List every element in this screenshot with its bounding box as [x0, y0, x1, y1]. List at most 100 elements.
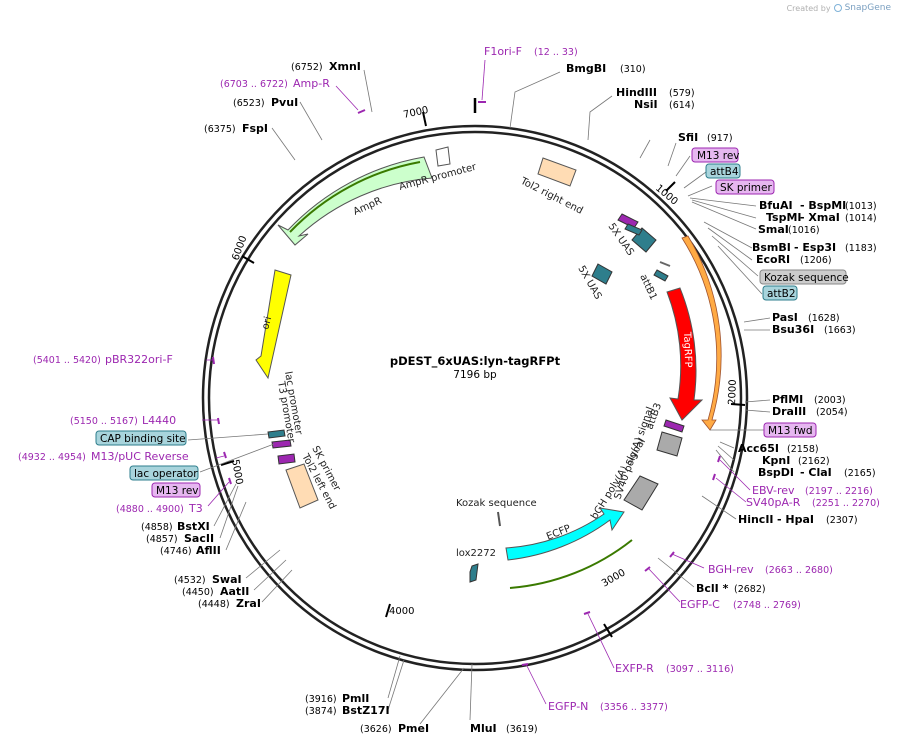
primer-label: F1ori-F [484, 45, 522, 58]
site-pos: (917) [707, 133, 733, 144]
box-lac-operator [129, 465, 199, 481]
m13-fwd-mark [663, 419, 685, 433]
site-label: AflII [196, 544, 221, 557]
primer-range: (2748 .. 2769) [733, 600, 801, 611]
site-pos: (579) [669, 88, 695, 99]
site-label: KpnI [762, 454, 790, 467]
kozak-mark [659, 261, 671, 267]
primer-range: (4880 .. 4900) [116, 504, 184, 515]
site-label: PflMI [772, 393, 803, 406]
tagrfp-label: TagRFP [681, 331, 693, 368]
primer-label: EGFP-C [680, 598, 720, 611]
snapgene-name: SnapGene [844, 3, 891, 13]
site-label: BfuAI [759, 199, 793, 212]
site-pos: (2162) [798, 456, 830, 467]
sites-bottom: MluI (3619) PmeI (3626) BstZ17I (3874) P… [305, 692, 538, 735]
lox2272-label: lox2272 [456, 548, 496, 559]
site-label: SmaI [758, 223, 789, 236]
tol2-right-label: Tol2 right end [518, 175, 585, 216]
tick-label-5000: 5000 [229, 459, 244, 486]
site-pos: (2165) [844, 468, 876, 479]
primer-range: (5150 .. 5167) [70, 416, 138, 427]
primer-range: (2251 .. 2270) [812, 498, 880, 509]
ampr-feature [277, 156, 433, 246]
site-pos: (2054) [816, 407, 848, 418]
site-alt: - XmaI [800, 211, 840, 224]
kozak-inner-mark [497, 511, 501, 527]
box-label: CAP binding site [100, 433, 186, 445]
snapgene-brand: Created by SnapGene [787, 3, 891, 13]
primer-label: Amp-R [293, 77, 330, 90]
box-attb4 [705, 163, 741, 179]
site-label: EcoRI [756, 253, 790, 266]
primer-marks [212, 101, 721, 666]
site-label: SwaI [212, 573, 242, 586]
ampr-promoter-feature [435, 146, 451, 167]
site-pos: (3626) [360, 724, 392, 735]
ampr-label: AmpR [352, 196, 384, 218]
plasmid-size: 7196 bp [453, 369, 497, 381]
orf-arrow-orange [681, 235, 722, 431]
site-label: SfiI [678, 131, 698, 144]
attb4-mark [624, 223, 643, 236]
box-label: attB2 [767, 288, 796, 300]
site-label: PvuI [271, 96, 298, 109]
site-label: HincII [738, 513, 774, 526]
m13-rev-left-mark [271, 439, 292, 449]
primer-range: (12 .. 33) [534, 47, 578, 58]
boxes-right: M13 rev attB4 SK primer Kozak sequence a… [691, 147, 849, 438]
site-pos: (6375) [204, 124, 236, 135]
leader-lines [187, 69, 771, 725]
primer-label: T3 [188, 502, 203, 515]
site-label: MluI [470, 722, 497, 735]
site-pos: (4857) [146, 534, 178, 545]
site-pos: (3916) [305, 694, 337, 705]
boxes-left: CAP binding site lac operator M13 rev [95, 430, 201, 498]
sites-right: BmgBI (310) HindIII (579) NsiI (614) Sfi… [566, 62, 877, 595]
ecfp-orf-line [509, 539, 633, 589]
cap-binding-mark [267, 429, 286, 439]
box-kozak [759, 269, 847, 285]
site-pos: (3874) [305, 706, 337, 717]
backbone-outer [201, 124, 749, 672]
attb1-label: attB1 [637, 273, 658, 302]
site-pos: (2003) [814, 395, 846, 406]
site-label: BspDI [758, 466, 794, 479]
site-label: PmeI [398, 722, 429, 735]
box-attb2 [762, 285, 798, 301]
sites-left: ZraI (4448) AatII (4450) SwaI (4532) Afl… [141, 60, 361, 610]
primer-label: L4440 [142, 414, 176, 427]
uas-feature-b [591, 263, 613, 285]
site-label: PmlI [342, 692, 369, 705]
primer-range: (5401 .. 5420) [33, 355, 101, 366]
box-label: M13 rev [156, 485, 199, 497]
primer-range: (3097 .. 3116) [666, 664, 734, 675]
site-label: BstZ17I [342, 704, 390, 717]
tol2-left-feature [285, 463, 319, 509]
site-label: Acc65I [738, 442, 779, 455]
tick-label-3000: 3000 [600, 567, 628, 589]
site-alt: - BspMI [800, 199, 846, 212]
primer-range: (4932 .. 4954) [18, 452, 86, 463]
site-pos: (1628) [808, 313, 840, 324]
ori-label: ori [260, 315, 274, 330]
primer-range: (6703 .. 6722) [220, 79, 288, 90]
site-label: NsiI [634, 98, 658, 111]
site-pos: (1183) [845, 243, 877, 254]
primer-range: (2197 .. 2216) [805, 486, 873, 497]
site-label: BclI * [696, 582, 729, 595]
site-label: BsmBI [752, 241, 791, 254]
snapgene-logo-icon [833, 4, 842, 12]
site-pos: (310) [620, 64, 646, 75]
site-label: AatII [220, 585, 249, 598]
backbone-inner [207, 130, 743, 666]
primer-label: SV40pA-R [746, 496, 801, 509]
site-pos: (2307) [826, 515, 858, 526]
box-label: Kozak sequence [764, 272, 849, 284]
site-label: HindIII [616, 86, 657, 99]
box-label: SK primer [720, 182, 772, 194]
tol2-right-feature [537, 157, 577, 187]
box-cap-binding [95, 430, 187, 446]
site-pos: (6752) [291, 62, 323, 73]
